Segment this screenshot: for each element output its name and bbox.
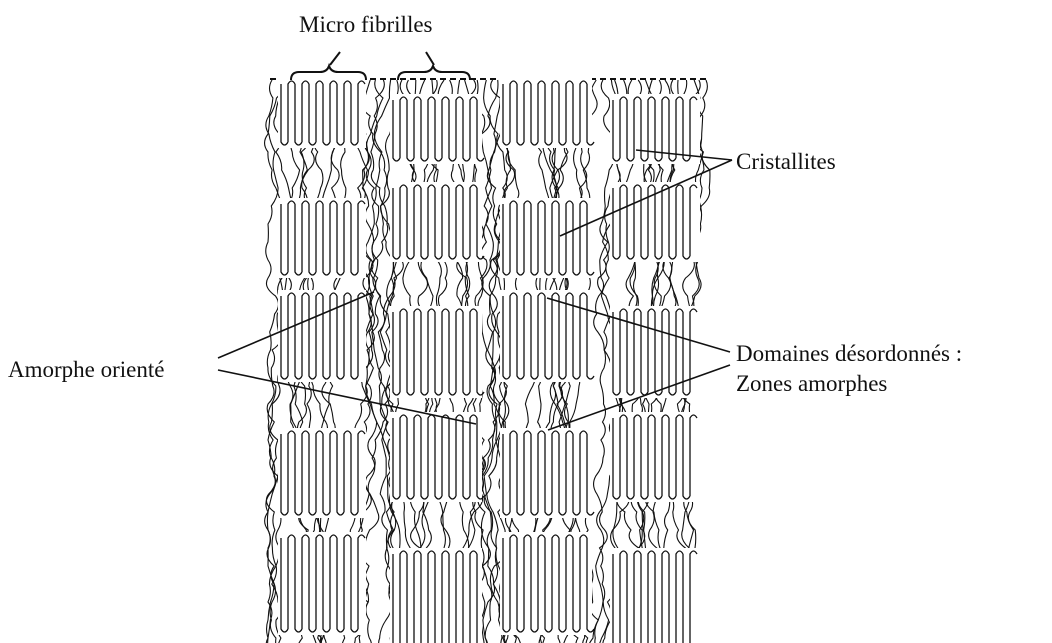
crystallite-background — [390, 94, 482, 164]
micro-fibril-brace-left — [291, 66, 366, 80]
micro-fibril-brace-right — [398, 66, 470, 80]
crystallite — [500, 532, 594, 635]
crystallite-background — [390, 412, 482, 502]
label-domaines-desordonnes: Domaines désordonnés : Zones amorphes — [736, 339, 962, 399]
crystallite — [278, 198, 366, 278]
crystallite — [500, 198, 594, 278]
label-cristallites: Cristallites — [736, 147, 836, 177]
crystallite — [390, 182, 484, 262]
crystallite — [500, 290, 594, 382]
label-micro-fibrilles: Micro fibrilles — [299, 10, 433, 40]
crystallite-background — [278, 428, 366, 518]
micro-fibril-leader-right — [426, 52, 434, 65]
crystallite — [278, 78, 366, 148]
micro-fibril-leader-left — [330, 52, 340, 65]
crystallite — [610, 548, 700, 643]
crystallite-background — [278, 198, 366, 278]
crystallite-background — [500, 532, 592, 635]
crystallite-background — [500, 78, 592, 148]
crystallite — [390, 412, 484, 502]
crystallite — [390, 548, 484, 643]
crystallite — [610, 94, 700, 164]
crystallite-background — [500, 290, 592, 382]
crystallite — [500, 428, 594, 518]
crystallite — [390, 94, 484, 164]
crystallite — [610, 412, 700, 502]
crystallite — [278, 532, 366, 635]
label-domaines-line1: Domaines désordonnés : — [736, 341, 962, 366]
crystallite-background — [390, 548, 482, 643]
crystallite-background — [500, 428, 592, 518]
crystallite-background — [390, 182, 482, 262]
crystallite-background — [278, 290, 366, 382]
crystallite-background — [390, 306, 482, 398]
crystallite — [390, 306, 484, 398]
crystallite-background — [278, 532, 366, 635]
crystallite — [278, 428, 366, 518]
label-zones-amorphes: Zones amorphes — [736, 369, 962, 399]
crystallite — [500, 78, 594, 148]
crystallite — [278, 290, 366, 382]
label-amorphe-oriente: Amorphe orienté — [8, 355, 164, 385]
crystallite-background — [278, 78, 366, 148]
crystallite-background — [500, 198, 592, 278]
